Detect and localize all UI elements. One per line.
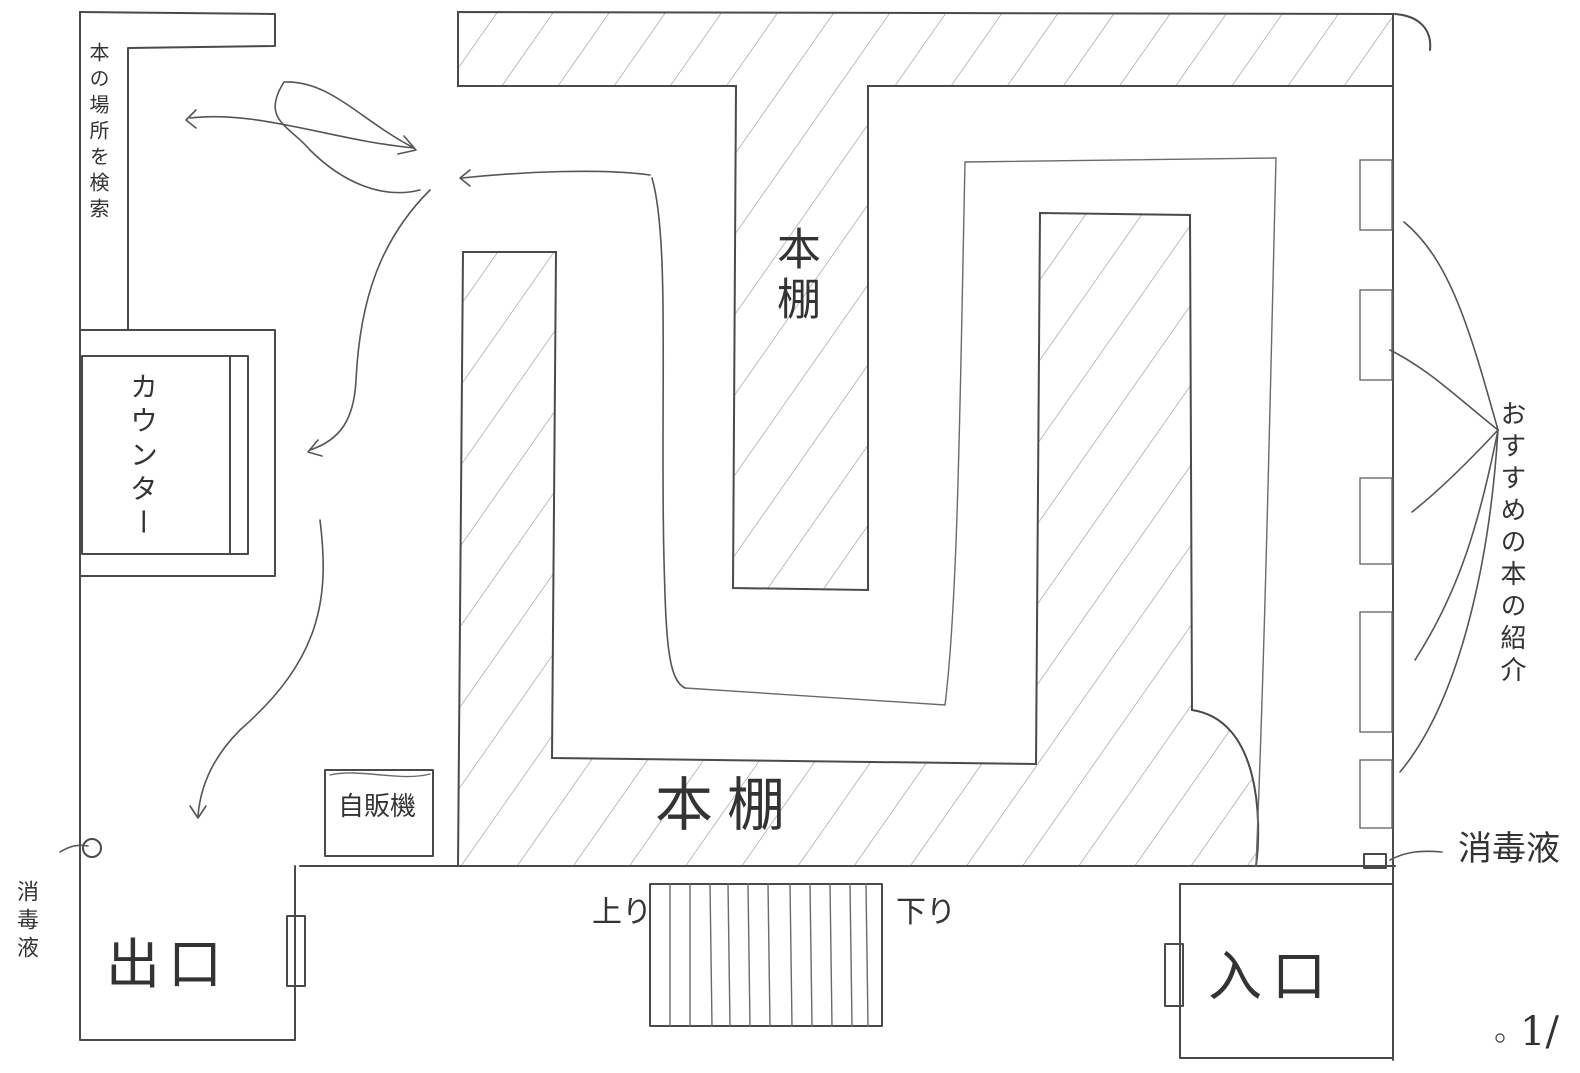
counter-area — [79, 329, 276, 577]
bottom-shelf — [456, 211, 1260, 867]
search-books-label: 本の場所を検索 — [86, 42, 110, 224]
stairs-down-label: 下り — [896, 895, 956, 930]
recommended-label: おすすめの本の紹介 — [1496, 400, 1526, 688]
stairs — [649, 883, 883, 1027]
counter-label: カウンター — [126, 372, 159, 542]
vending-label: 自販機 — [338, 792, 417, 822]
disinfectant-right-label: 消毒液 — [1458, 829, 1560, 869]
page-number-label: 1/ — [1520, 1009, 1559, 1055]
shelf-bottom-label: 本棚 — [655, 771, 800, 839]
stairs-up-label: 上り — [592, 895, 652, 930]
disinfectant-left-label: 消毒液 — [13, 880, 38, 964]
exit-label: 出口 — [106, 933, 230, 996]
disinfectant-right-marker — [1363, 853, 1387, 869]
vending-machine — [324, 769, 434, 857]
page-dot — [1495, 1033, 1505, 1043]
disinfectant-left-marker — [82, 838, 102, 858]
recommended-book-boxes — [1359, 159, 1393, 829]
top-wall-shelf — [457, 10, 1394, 592]
exit-area — [79, 861, 306, 1041]
walkway-outline-inner — [684, 161, 966, 706]
walkway-outline — [964, 157, 1277, 867]
flow-arrows — [59, 81, 1499, 861]
entrance-label: 入口 — [1208, 945, 1336, 1008]
shelf-top-label: 本棚 — [769, 226, 820, 326]
entrance-area — [1164, 883, 1394, 1059]
